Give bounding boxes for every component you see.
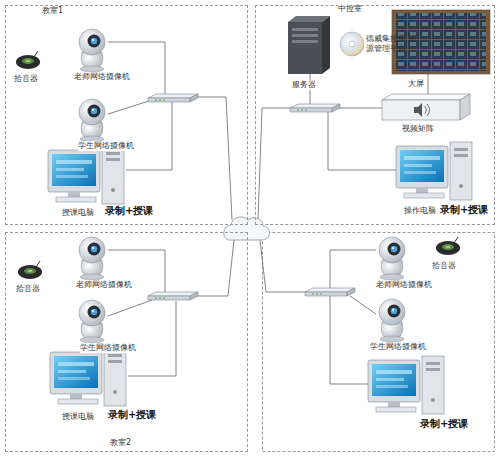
- classroom-zone: 教室2 拾音器 老师网络摄像机学生网络摄像机授课电脑 录制+授课: [5, 232, 248, 452]
- zone-label: 教室2: [110, 438, 131, 448]
- role-label: 录制+授课: [105, 205, 153, 217]
- teaching-computer: 授课电脑 录制+授课: [40, 145, 185, 220]
- zone-label: 教室1: [42, 6, 63, 16]
- device-label: 操作电脑: [404, 206, 436, 216]
- microphone: 拾音器: [425, 235, 475, 275]
- role-label: 录制+授课: [420, 418, 468, 430]
- teacher-camera: 老师网络摄像机: [68, 236, 146, 291]
- operator-computer: 操作电脑录制+授课: [390, 140, 494, 220]
- device-label: 大屏: [408, 79, 424, 89]
- network-cloud: [224, 217, 270, 240]
- teacher-camera: 老师网络摄像机: [68, 22, 143, 84]
- computer-icon: [50, 348, 126, 406]
- switch-icon: [148, 94, 198, 102]
- computer-icon: [368, 356, 444, 414]
- camera-icon: [79, 99, 105, 142]
- device-label: 拾音器: [432, 261, 456, 271]
- teacher-camera: 老师网络摄像机: [360, 236, 440, 290]
- camera-icon: [79, 29, 105, 72]
- device-label: 授课电脑: [62, 208, 94, 218]
- microphone-icon: [436, 237, 460, 255]
- classroom-zone: 教室1 拾音器 老师网络摄像机学生网络摄像机授课电脑 录制+授课: [5, 5, 248, 225]
- role-label: 录制+授课: [440, 204, 488, 216]
- student-camera: 学生网络摄像机: [360, 298, 440, 352]
- microphone: 拾音器: [10, 45, 58, 87]
- camera-icon: [79, 237, 105, 280]
- control-room-zone: 中控室服务器 德威集控及 资源管理平台大屏视频矩阵操作电脑录制+授课: [255, 5, 495, 225]
- switch-icon: [148, 292, 198, 300]
- big-screen: 大屏: [390, 8, 492, 93]
- device-label: 视频矩阵: [402, 124, 434, 134]
- zone-label: 中控室: [338, 4, 362, 14]
- device-label: 学生网络摄像机: [370, 342, 426, 352]
- computer-icon: [396, 142, 472, 200]
- device-label: 拾音器: [16, 284, 40, 294]
- disc-icon: [340, 32, 364, 56]
- matrix-icon: [382, 94, 470, 120]
- student-camera: 学生网络摄像机: [68, 300, 146, 355]
- switch-icon: [305, 288, 355, 296]
- microphone-icon: [18, 261, 42, 279]
- device-label: 授课电脑: [62, 412, 94, 422]
- student-camera: 学生网络摄像机: [68, 95, 143, 153]
- microphone-icon: [16, 51, 40, 69]
- role-label: 录制+授课: [108, 409, 156, 421]
- device-label: 学生网络摄像机: [78, 141, 134, 151]
- camera-icon: [379, 299, 405, 342]
- device-label: 老师网络摄像机: [376, 280, 432, 290]
- server: 服务器: [284, 15, 334, 93]
- server-icon: [288, 16, 330, 74]
- camera-icon: [79, 300, 105, 343]
- network-wires: [108, 42, 428, 384]
- device-label: 服务器: [292, 80, 316, 90]
- classroom-zone-border: [263, 233, 495, 452]
- video-matrix: 视频矩阵: [380, 92, 470, 137]
- platform-disc: 德威集控及 资源管理平台: [340, 28, 390, 68]
- device-label: 学生网络摄像机: [80, 343, 136, 353]
- teaching-computer: 授课电脑 录制+授课: [40, 348, 185, 428]
- operator-computer: 录制+授课: [355, 355, 475, 435]
- camera-icon: [379, 237, 405, 280]
- switch-icon: [290, 104, 340, 112]
- microphone: 拾音器: [10, 255, 60, 297]
- device-label: 老师网络摄像机: [74, 72, 130, 82]
- computer-icon: [48, 146, 124, 204]
- device-label: 德威集控及 资源管理平台: [366, 34, 418, 53]
- device-label: 老师网络摄像机: [76, 280, 132, 290]
- device-label: 拾音器: [14, 74, 38, 84]
